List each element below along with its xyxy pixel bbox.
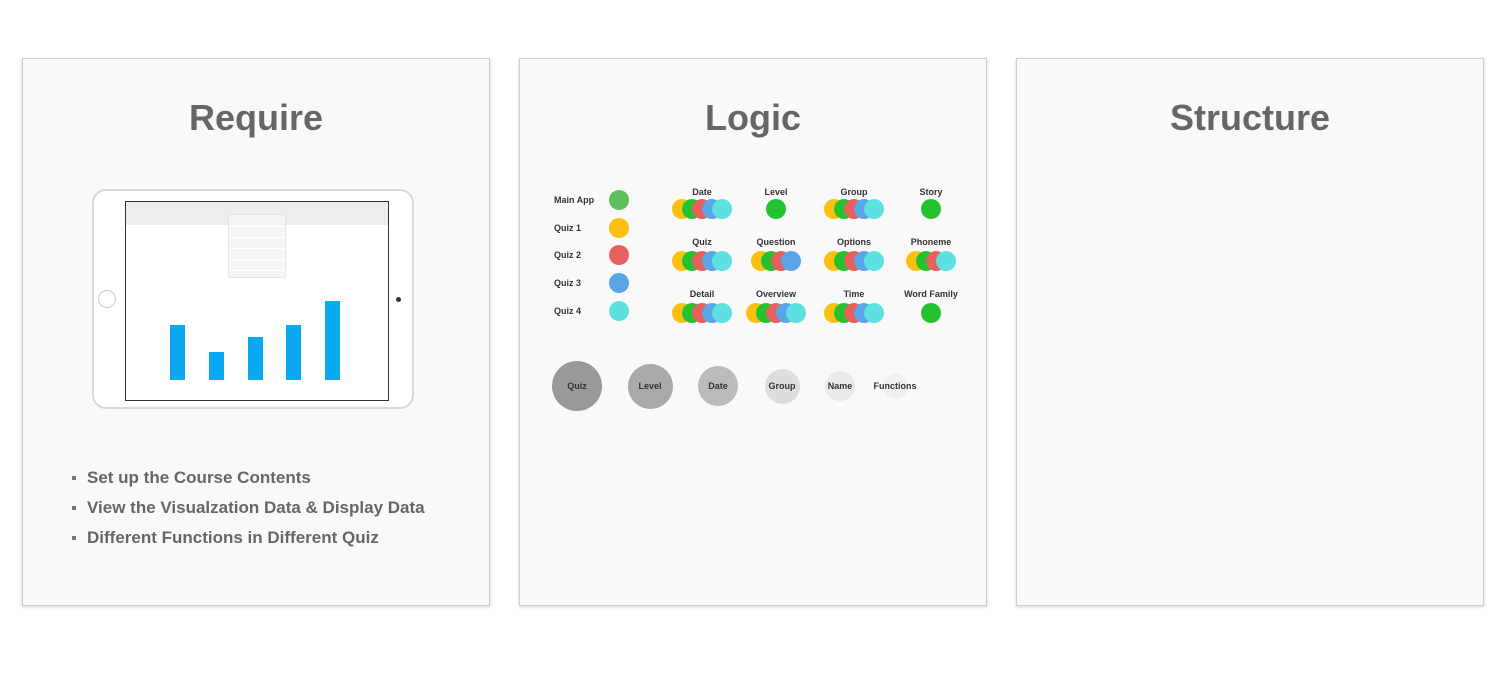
dimension-dot-group: [672, 251, 732, 271]
quiz-dot: [786, 303, 806, 323]
requirements-list: Set up the Course Contents View the Visu…: [71, 467, 425, 557]
dimension-label: Detail: [689, 289, 715, 299]
dimension-label: Question: [756, 237, 796, 247]
chart-bar: [248, 337, 263, 380]
require-title: Require: [188, 97, 324, 138]
importance-label: Functions: [873, 381, 917, 391]
importance-label: Date: [708, 381, 728, 391]
dimension-label: Phoneme: [910, 237, 952, 247]
dimension-label: Date: [692, 187, 712, 197]
importance-label: Level: [638, 381, 662, 391]
quiz-dot: [766, 199, 786, 219]
legend-label: Quiz 2: [554, 250, 582, 260]
legend-dot: [609, 273, 629, 293]
quiz-dot: [921, 199, 941, 219]
importance-circle: Level: [627, 363, 673, 409]
tablet-mockup: [92, 189, 414, 409]
quiz-dot: [712, 199, 732, 219]
dimension-dot-group: [751, 251, 801, 271]
quiz-dot: [864, 251, 884, 271]
legend-dot: [609, 190, 629, 210]
dimension-label: Time: [843, 289, 865, 299]
chart-bar: [286, 325, 301, 380]
dimension-label: Word Family: [904, 289, 958, 299]
quiz-dot: [864, 303, 884, 323]
quiz-dot: [712, 251, 732, 271]
dimension-label: Options: [837, 237, 871, 247]
chart-bar: [170, 325, 185, 380]
legend-label: Quiz 4: [554, 306, 582, 316]
dimension-label: Group: [840, 187, 868, 197]
dimension-dot-group: [672, 303, 732, 323]
dimension-label: Level: [764, 187, 788, 197]
dimension-dot-group: [824, 251, 884, 271]
requirement-item: Set up the Course Contents: [71, 467, 425, 497]
importance-circle: Date: [698, 366, 738, 406]
importance-circle: Quiz: [552, 361, 602, 411]
structure-panel: Structure: [1016, 58, 1484, 606]
dimension-dot-group: [906, 251, 956, 271]
camera-icon: [396, 297, 401, 302]
importance-circle: Functions: [874, 373, 917, 399]
legend-dot: [609, 301, 629, 321]
importance-circle: Group: [764, 368, 800, 404]
screen-header-bar: [126, 202, 388, 225]
dimension-dot-group: [921, 199, 941, 219]
legend-dot: [609, 218, 629, 238]
require-panel: Require Set up the Course Contents View …: [22, 58, 490, 606]
legend-label: Quiz 1: [554, 223, 582, 233]
importance-label: Quiz: [567, 381, 587, 391]
quiz-dot: [936, 251, 956, 271]
home-button-icon: [98, 290, 116, 308]
dimension-label: Story: [919, 187, 943, 197]
chart-bar: [325, 301, 340, 380]
dimension-dot-group: [746, 303, 806, 323]
requirement-item: View the Visualzation Data & Display Dat…: [71, 497, 425, 527]
dimension-dot-group: [824, 199, 884, 219]
dimension-label: Quiz: [692, 237, 712, 247]
quiz-dot: [712, 303, 732, 323]
tablet-screen: [125, 201, 389, 401]
chart-bar: [209, 352, 224, 380]
importance-label: Name: [827, 381, 853, 391]
dimension-label: Overview: [755, 289, 797, 299]
dimension-dot-group: [766, 199, 786, 219]
importance-label: Group: [768, 381, 796, 391]
logic-title: Logic: [705, 97, 801, 138]
structure-title: Structure: [1169, 97, 1331, 138]
quiz-dot: [921, 303, 941, 323]
legend-dot: [609, 245, 629, 265]
legend-label: Main App: [554, 195, 595, 205]
dimension-dot-group: [672, 199, 732, 219]
dimension-dot-group: [824, 303, 884, 323]
quiz-dot: [864, 199, 884, 219]
requirement-item: Different Functions in Different Quiz: [71, 527, 425, 557]
importance-circle: Name: [825, 371, 855, 401]
quiz-dot: [781, 251, 801, 271]
dropdown-menu-mockup: [228, 214, 286, 278]
legend-label: Quiz 3: [554, 278, 582, 288]
dimension-dot-group: [921, 303, 941, 323]
